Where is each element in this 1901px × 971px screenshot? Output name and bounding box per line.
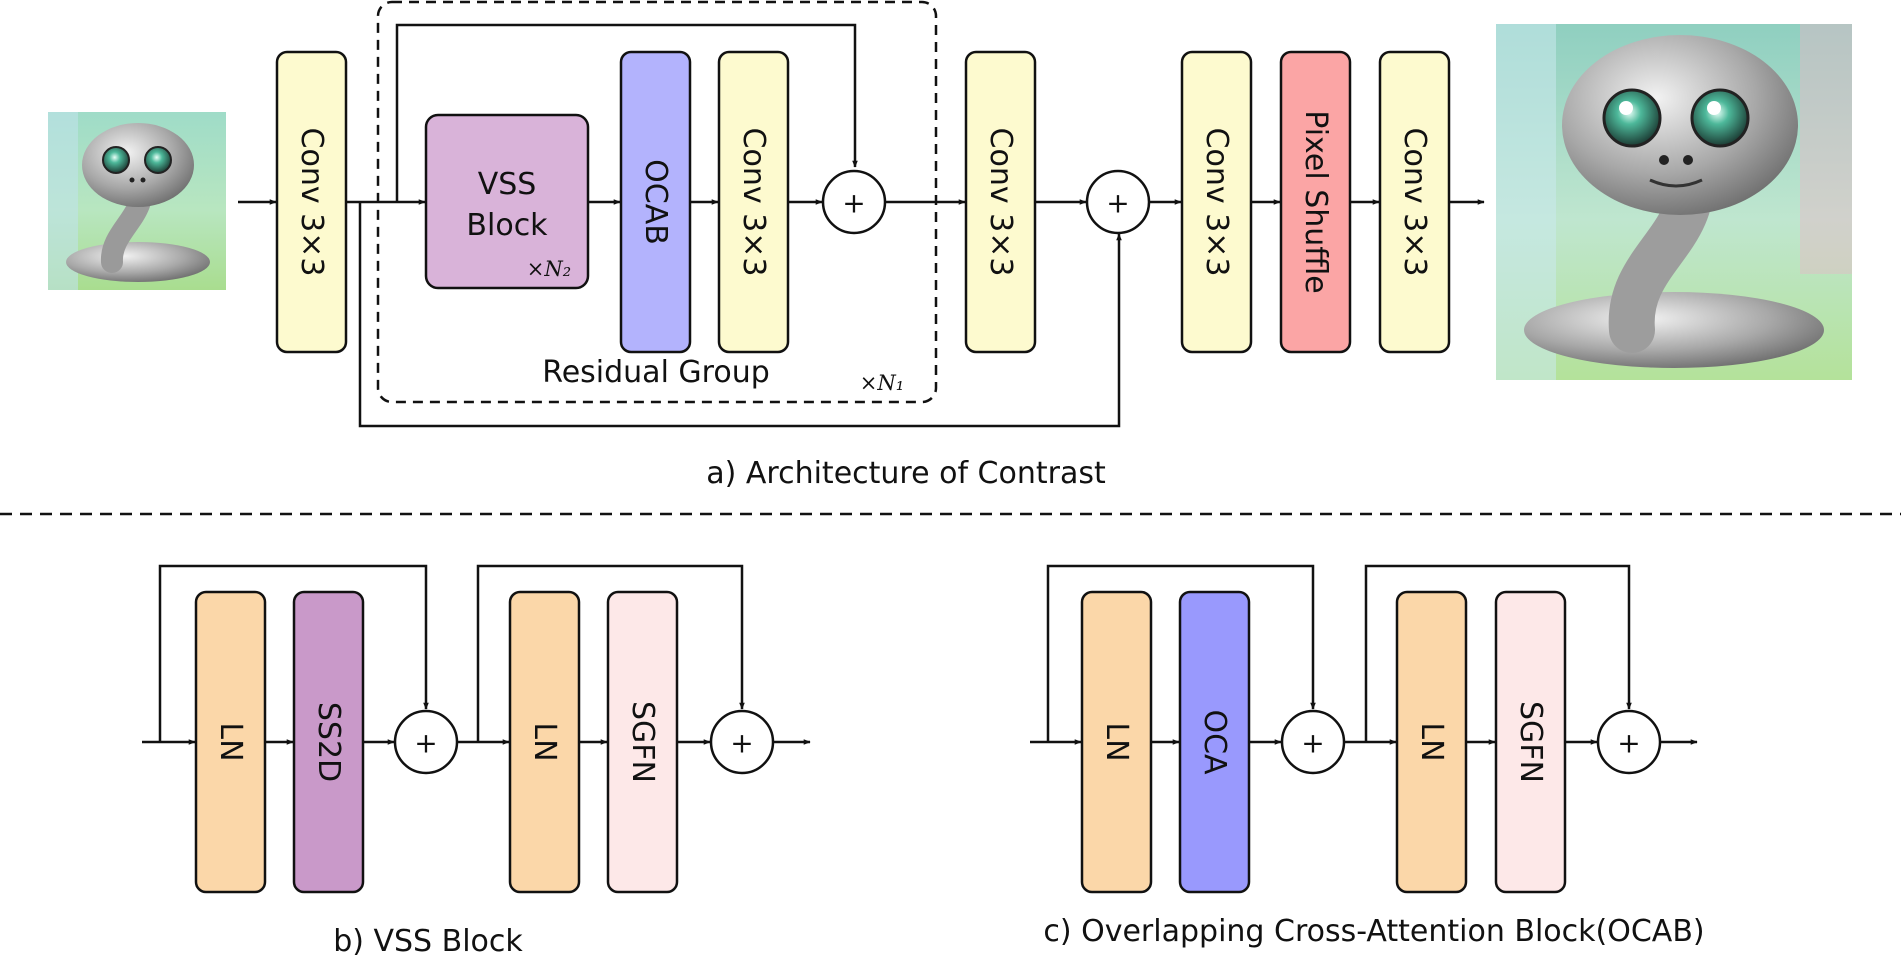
group-repeat-label: ×N₁ <box>860 371 904 395</box>
input-image <box>48 112 226 290</box>
vss-block-line2: Block <box>466 208 548 243</box>
caption-c: c) Overlapping Cross-Attention Block(OCA… <box>1043 914 1704 949</box>
ocab-add-symbol-2: + <box>1617 727 1640 760</box>
vss-sgfn-label: SGFN <box>625 701 660 783</box>
global-add-symbol: + <box>1106 187 1129 220</box>
conv-rg-label: Conv 3×3 <box>736 128 771 277</box>
residual-add-symbol: + <box>842 187 865 220</box>
vss-repeat-label: ×N₂ <box>527 257 571 281</box>
conv-mid-label: Conv 3×3 <box>983 128 1018 277</box>
ocab-add-symbol-1: + <box>1301 727 1324 760</box>
vss-block-line1: VSS <box>478 167 537 202</box>
conv-up-label: Conv 3×3 <box>1199 128 1234 277</box>
residual-group-label: Residual Group <box>542 355 770 390</box>
ocab-ln2-label: LN <box>1414 722 1449 761</box>
caption-b: b) VSS Block <box>333 924 523 959</box>
ocab-label: OCAB <box>638 159 673 245</box>
vss-ln2-label: LN <box>527 722 562 761</box>
oca-label: OCA <box>1197 709 1232 775</box>
ocab-ln1-label: LN <box>1099 722 1134 761</box>
ss2d-label: SS2D <box>311 702 346 782</box>
conv-out-label: Conv 3×3 <box>1397 128 1432 277</box>
vss-ln1-label: LN <box>213 722 248 761</box>
vss-add-symbol-1: + <box>414 727 437 760</box>
ocab-sgfn-label: SGFN <box>1513 701 1548 783</box>
conv-in-label: Conv 3×3 <box>294 128 329 277</box>
caption-a: a) Architecture of Contrast <box>706 456 1106 491</box>
output-image <box>1496 24 1852 380</box>
vss-add-symbol-2: + <box>730 727 753 760</box>
pixel-shuffle-label: Pixel Shuffle <box>1298 110 1333 293</box>
